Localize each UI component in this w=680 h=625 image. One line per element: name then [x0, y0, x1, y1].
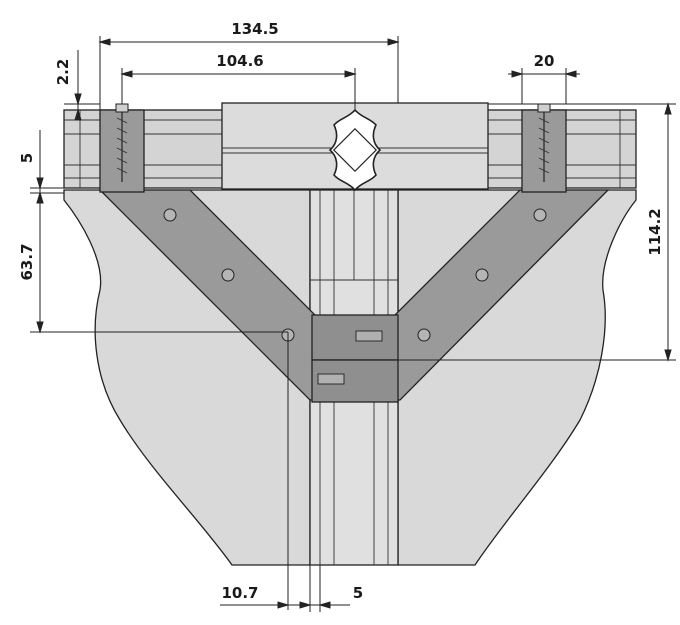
post-left: [99, 103, 145, 193]
dim-bottom-offset: 10.7: [221, 584, 258, 602]
dim-gap: 5: [18, 153, 36, 163]
hole-icon: [163, 208, 177, 222]
dim-total-height: 114.2: [646, 208, 664, 255]
top-center-block: [221, 102, 489, 192]
screw-icon: [115, 103, 129, 182]
dim-bracket-width: 20: [534, 52, 555, 70]
dim-bottom-gap: 5: [353, 584, 363, 602]
hole-icon: [417, 328, 431, 342]
dim-overall-width: 134.5: [231, 20, 278, 38]
hole-icon: [221, 268, 235, 282]
dim-bracket-depth: 63.7: [18, 243, 36, 280]
hole-icon: [475, 268, 489, 282]
post-right: [521, 103, 567, 193]
dimension-lines: [30, 36, 676, 612]
dim-inner-width: 104.6: [216, 52, 263, 70]
center-clamp: [311, 314, 399, 403]
dim-top-offset: 2.2: [54, 59, 72, 86]
hole-icon: [533, 208, 547, 222]
